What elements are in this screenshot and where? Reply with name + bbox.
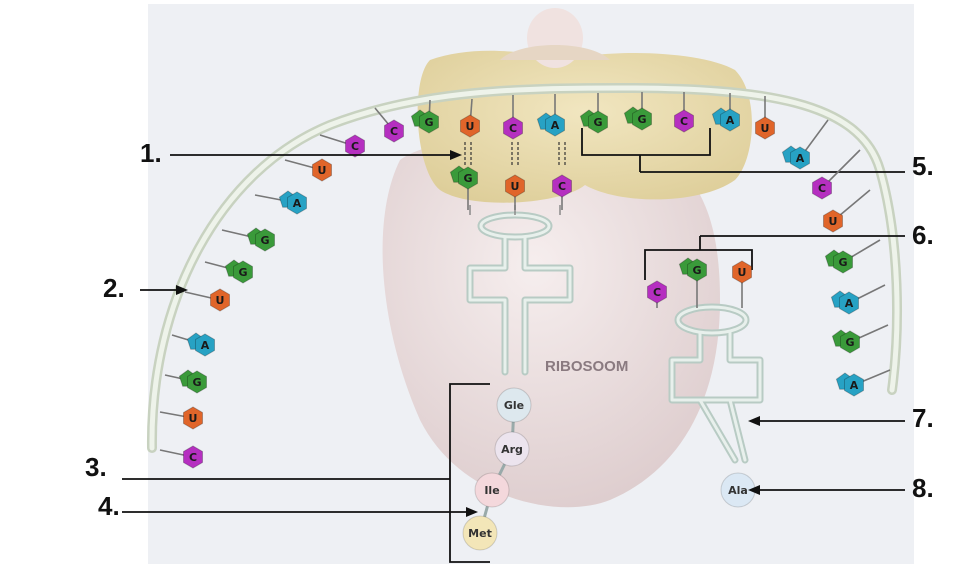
base-letter: C	[509, 122, 517, 135]
peptide-amino-acid: Arg	[495, 432, 529, 466]
ribosome-label: RIBOSOOM	[545, 358, 628, 375]
base-letter: U	[738, 266, 747, 279]
peptide-amino-acid: Met	[463, 516, 497, 550]
base-letter: G	[463, 172, 472, 185]
base-letter: A	[551, 119, 560, 132]
base-letter: G	[238, 266, 247, 279]
base-letter: G	[593, 116, 602, 129]
peptide-amino-acid: Gle	[497, 388, 531, 422]
base-letter: G	[424, 116, 433, 129]
base-letter: G	[192, 376, 201, 389]
base-letter: C	[189, 451, 197, 464]
base-letter: U	[829, 215, 838, 228]
callout-7: 7.	[912, 403, 934, 433]
callout-2: 2.	[103, 273, 125, 303]
amino-acid-label: Arg	[501, 443, 523, 456]
base-letter: U	[466, 120, 475, 133]
base-letter: A	[850, 379, 859, 392]
base-letter: C	[558, 180, 566, 193]
base-letter: A	[201, 339, 210, 352]
amino-acid-label: Ala	[728, 484, 748, 497]
base-letter: C	[680, 115, 688, 128]
amino-acid-label: Met	[468, 527, 492, 540]
peptide-amino-acid: Ile	[475, 473, 509, 507]
amino-acid-label: Gle	[504, 399, 524, 412]
base-letter: U	[511, 180, 520, 193]
callout-4: 4.	[98, 491, 120, 521]
callout-1: 1.	[140, 138, 162, 168]
base-letter: U	[318, 164, 327, 177]
amino-acid-label: Ile	[484, 484, 499, 497]
base-letter: G	[845, 336, 854, 349]
base-letter: G	[637, 113, 646, 126]
callout-8: 8.	[912, 473, 934, 503]
callout-3: 3.	[85, 452, 107, 482]
base-letter: G	[260, 234, 269, 247]
callout-5: 5.	[912, 151, 934, 181]
base-letter: C	[818, 182, 826, 195]
base-letter: G	[838, 256, 847, 269]
callout-6: 6.	[912, 220, 934, 250]
base-letter: U	[761, 122, 770, 135]
base-letter: U	[216, 294, 225, 307]
base-letter: U	[189, 412, 198, 425]
base-letter: C	[351, 140, 359, 153]
base-letter: A	[726, 114, 735, 127]
base-letter: A	[293, 197, 302, 210]
base-letter: A	[845, 297, 854, 310]
base-letter: A	[796, 152, 805, 165]
base-letter: C	[390, 125, 398, 138]
base-letter: G	[692, 264, 701, 277]
base-letter: C	[653, 286, 661, 299]
